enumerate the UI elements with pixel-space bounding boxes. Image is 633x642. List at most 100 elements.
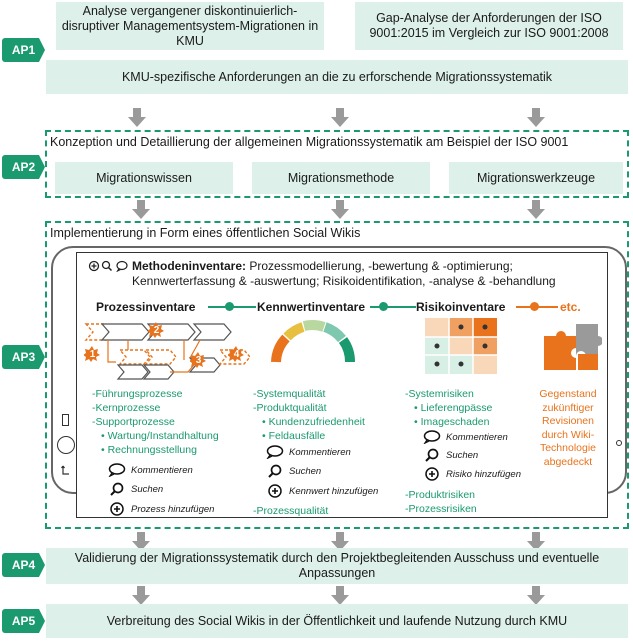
connector-dot	[225, 302, 234, 311]
ap2-title: Konzeption und Detaillierung der allgeme…	[50, 135, 569, 149]
inventory-etc-title: etc.	[560, 300, 581, 314]
wiki-screen	[76, 252, 608, 518]
down-arrow-icon	[527, 586, 545, 605]
search-icon	[268, 464, 282, 478]
inventory-risiko-title: Risikoinventare	[416, 300, 506, 314]
ap1-box-right: Gap-Analyse der Anforderungen der ISO 90…	[355, 2, 623, 50]
kennwert-item[interactable]: • Kundenzufriedenheit	[262, 416, 365, 428]
add-icon	[425, 467, 439, 481]
ap1-box-bottom: KMU-spezifische Anforderungen an die zu …	[46, 60, 628, 94]
kennwert-item[interactable]: -Produktqualität	[253, 402, 327, 414]
ap2-box-migrationsmethode: Migrationsmethode	[252, 162, 430, 194]
tablet-menu-icon	[62, 414, 69, 426]
connector-line	[370, 306, 416, 308]
badge-2-icon	[148, 322, 164, 338]
down-arrow-icon	[331, 200, 349, 219]
connector-dot	[379, 302, 388, 311]
comment-icon	[266, 445, 284, 459]
puzzle-icon	[544, 324, 602, 370]
down-arrow-icon	[527, 200, 545, 219]
etc-description: Gegenstand zukünftiger Revisionen durch …	[539, 388, 597, 468]
badge-1-icon	[84, 346, 100, 362]
risiko-item[interactable]: -Produktrisiken	[405, 489, 476, 501]
comment-icon	[423, 430, 441, 444]
badge-2-label: 2	[153, 325, 160, 336]
kennwert-add-action[interactable]: Kennwert hinzufügen	[266, 483, 378, 499]
ap2-frame	[45, 130, 629, 198]
down-arrow-icon	[128, 108, 146, 127]
add-icon	[268, 484, 282, 498]
phase-label-ap2: AP2	[2, 155, 45, 179]
prozess-item[interactable]: -Supportprozesse	[92, 416, 175, 428]
down-arrow-icon	[132, 586, 150, 605]
kennwert-list: -Systemqualität -Produktqualität • Kunde…	[253, 387, 365, 443]
risiko-list: -Systemrisiken • Lieferengpässe • Images…	[405, 387, 492, 429]
add-icon	[110, 502, 124, 516]
search-label: Suchen	[289, 465, 322, 477]
badge-3-icon	[190, 352, 206, 368]
inventory-prozess-title: Prozessinventare	[96, 300, 196, 314]
down-arrow-icon	[331, 532, 349, 551]
risiko-item[interactable]: -Systemrisiken	[405, 388, 474, 400]
risiko-after: -Produktrisiken -Prozessrisiken	[405, 488, 477, 516]
phase-label-ap5: AP5	[2, 609, 45, 633]
add-label: Risiko hinzufügen	[446, 468, 521, 480]
ap2-box-migrationswissen: Migrationswissen	[55, 162, 233, 194]
search-icon	[110, 482, 124, 496]
kennwert-item[interactable]: • Feldausfälle	[262, 430, 326, 442]
prozess-comment-action[interactable]: Kommentieren	[108, 462, 193, 478]
connector-dot	[530, 302, 539, 311]
risiko-item[interactable]: • Imageschaden	[414, 416, 490, 428]
comment-label: Kommentieren	[131, 464, 193, 476]
kennwert-search-action[interactable]: Suchen	[266, 463, 321, 479]
methoden-text1: Prozessmodellierung, -bewertung & -optim…	[249, 259, 513, 273]
down-arrow-icon	[331, 108, 349, 127]
comment-icon	[108, 463, 126, 477]
prozess-item[interactable]: • Wartung/Instandhaltung	[101, 430, 219, 442]
add-label: Kennwert hinzufügen	[289, 485, 379, 497]
process-flow-illustration	[84, 323, 250, 380]
prozess-search-action[interactable]: Suchen	[108, 481, 163, 497]
prozess-item[interactable]: • Rechnungsstellung	[101, 444, 197, 456]
prozess-add-action[interactable]: Prozess hinzufügen	[108, 501, 214, 517]
down-arrow-icon	[527, 532, 545, 551]
badge-4-icon	[228, 346, 244, 362]
badge-3-label: 3	[195, 355, 202, 366]
ap3-title: Implementierung in Form eines öffentlich…	[50, 226, 361, 240]
ap5-box: Verbreitung des Social Wikis in der Öffe…	[46, 604, 628, 638]
kennwert-gauge-icon	[271, 320, 356, 363]
search-label: Suchen	[446, 449, 479, 461]
risiko-add-action[interactable]: Risiko hinzufügen	[423, 466, 521, 482]
phase-label-ap4: AP4	[2, 553, 45, 577]
kennwert-comment-action[interactable]: Kommentieren	[266, 444, 351, 460]
down-arrow-icon	[132, 532, 150, 551]
add-label: Prozess hinzufügen	[131, 503, 215, 515]
phase-label-ap3: AP3	[2, 345, 45, 369]
risiko-item[interactable]: -Prozessrisiken	[405, 503, 477, 515]
prozess-item[interactable]: -Führungsprozesse	[92, 388, 183, 400]
badge-1-label: 1	[89, 349, 96, 360]
down-arrow-icon	[527, 108, 545, 127]
search-label: Suchen	[131, 483, 164, 495]
comment-label: Kommentieren	[446, 431, 508, 443]
comment-label: Kommentieren	[289, 446, 351, 458]
risiko-search-action[interactable]: Suchen	[423, 447, 478, 463]
risiko-item[interactable]: • Lieferengpässe	[414, 402, 493, 414]
phase-label-ap1: AP1	[2, 38, 45, 62]
risiko-comment-action[interactable]: Kommentieren	[423, 429, 508, 445]
back-arrow-icon	[61, 465, 69, 475]
down-arrow-icon	[132, 200, 150, 219]
prozess-item[interactable]: -Kernprozesse	[92, 402, 161, 414]
kennwert-item[interactable]: -Systemqualität	[253, 388, 326, 400]
prozess-list: -Führungsprozesse -Kernprozesse -Support…	[92, 387, 219, 457]
tablet-camera	[616, 440, 622, 446]
inventory-kennwert-title: Kennwertinventare	[257, 300, 366, 314]
kennwert-after[interactable]: -Prozessqualität	[253, 505, 329, 517]
ap4-box: Validierung der Migrationssystematik dur…	[46, 548, 628, 584]
risk-matrix-icon	[425, 318, 497, 374]
down-arrow-icon	[331, 586, 349, 605]
toolbar-icons	[88, 260, 128, 272]
ap1-box-left: Analyse vergangener diskontinuierlich-di…	[56, 2, 324, 50]
methoden-text2: Kennwerterfassung & -auswertung; Risikoi…	[132, 274, 556, 288]
ap3-frame	[45, 221, 629, 529]
